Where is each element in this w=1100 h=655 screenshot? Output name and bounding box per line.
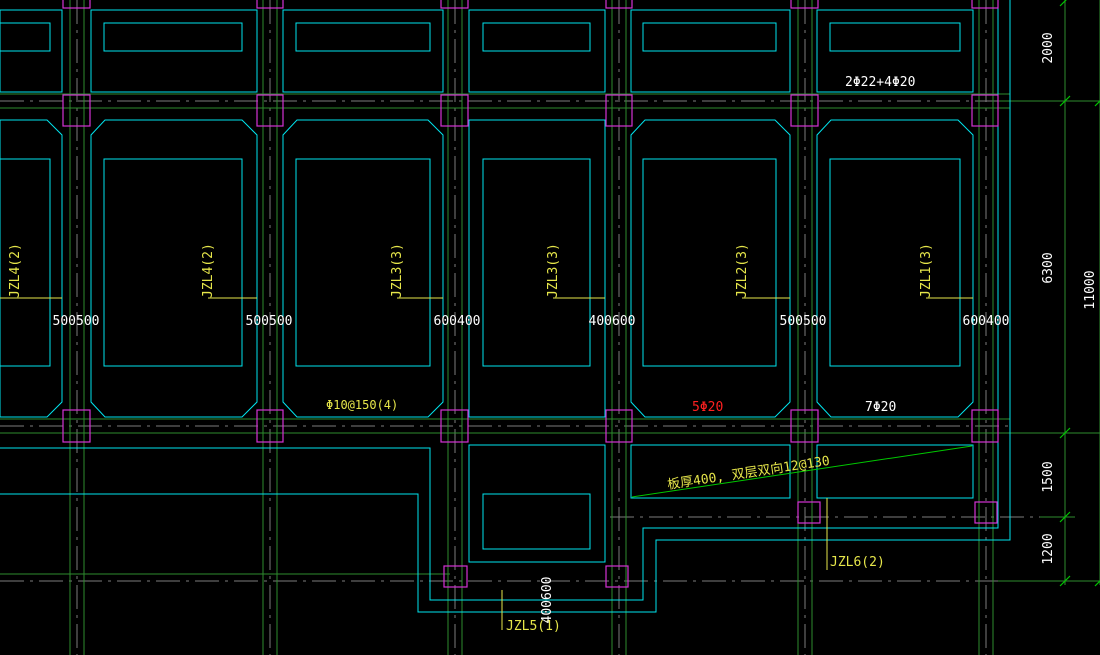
middle-opening (0, 158, 51, 367)
top-cap (816, 9, 974, 93)
beam-width-value: 500500 (246, 314, 293, 329)
middle-opening (829, 158, 961, 367)
column (62, 409, 91, 443)
stirrup-annotation: Φ10@150(4) (326, 398, 398, 412)
beam-label: JZL4(2) (201, 243, 216, 298)
column (62, 94, 91, 127)
column (790, 409, 819, 443)
top-cap (282, 9, 444, 93)
middle-cap (90, 119, 258, 418)
bottom-rebar-annotation: 7Φ20 (865, 400, 896, 415)
top-cap (468, 9, 606, 93)
top-cap (630, 9, 791, 93)
dimension-tick (1059, 95, 1071, 107)
column (605, 565, 629, 588)
beam-width-value: 500500 (53, 314, 100, 329)
beam-width-value: 500500 (780, 314, 827, 329)
dimension-labels: 2000 6300 1500 1200 11000 (1041, 32, 1098, 564)
beam-label: JZL5(1) (506, 619, 561, 634)
column (440, 409, 469, 443)
top-cap (0, 9, 63, 93)
top-opening (0, 22, 51, 52)
column (256, 0, 284, 9)
dimension-value: 2000 (1041, 32, 1056, 63)
top-rebar-annotation: 2Φ22+4Φ20 (845, 75, 915, 90)
middle-opening (482, 158, 591, 367)
dimension-tick (1059, 0, 1067, 7)
top-opening (482, 22, 591, 52)
column (440, 94, 469, 127)
lower-cap (816, 444, 974, 499)
dimension-tick (1094, 100, 1100, 107)
outer-boundary (0, 0, 999, 601)
beam-label: JZL4(2) (8, 243, 23, 298)
slab-note-leader (631, 445, 973, 498)
middle-cap (468, 119, 606, 418)
beam-width-value: 600400 (963, 314, 1010, 329)
columns (62, 0, 999, 588)
column (62, 0, 91, 9)
column (440, 0, 469, 9)
top-opening (829, 22, 961, 52)
lower-cap (468, 444, 606, 563)
lower-cap (630, 444, 791, 499)
top-opening (295, 22, 431, 52)
top-cap (90, 9, 258, 93)
dimension-tick (1059, 427, 1071, 439)
bottom-rebar-annotation: 5Φ20 (692, 400, 723, 415)
column (605, 0, 633, 9)
column (974, 501, 998, 524)
beam-width-value: 400600 (589, 314, 636, 329)
column (256, 409, 284, 443)
beam-label: JZL2(3) (735, 243, 750, 298)
column (971, 409, 999, 443)
column (790, 94, 819, 127)
column (605, 94, 633, 127)
middle-opening (642, 158, 777, 367)
column (443, 565, 468, 588)
beam-width-labels: 500500 500500 600400 400600 500500 60040… (53, 314, 1010, 623)
slab-note: 板厚400, 双层双向12@130 (666, 453, 831, 493)
beam-width-value: 600400 (434, 314, 481, 329)
beam-label: JZL3(3) (546, 243, 561, 298)
label-leaders (0, 297, 973, 630)
top-opening (642, 22, 777, 52)
dimension-total: 11000 (1083, 270, 1098, 309)
dimension-tick (1059, 575, 1071, 587)
beam-label: JZL6(2) (830, 555, 885, 570)
beam-width-value: 400600 (540, 577, 555, 624)
dimension-tick (1094, 580, 1100, 587)
beam-labels: JZL4(2) JZL4(2) JZL3(3) JZL3(3) JZL2(3) … (8, 243, 934, 634)
middle-cap (630, 119, 791, 418)
column (790, 0, 819, 9)
dimension-value: 6300 (1041, 252, 1056, 283)
column (971, 94, 999, 127)
axis-lines (0, 0, 1040, 655)
middle-cap (282, 119, 444, 418)
dimension-value: 1200 (1041, 533, 1056, 564)
dimension-ticks (1059, 0, 1100, 587)
column (256, 94, 284, 127)
beam-label: JZL3(3) (390, 243, 405, 298)
middle-opening (295, 158, 431, 367)
column (605, 409, 633, 443)
foundation-outlines (0, 0, 1011, 613)
middle-cap (0, 119, 63, 418)
column (971, 0, 999, 9)
outer-boundary (0, 0, 1011, 613)
column (797, 501, 821, 524)
middle-cap (816, 119, 974, 418)
top-opening (103, 22, 243, 52)
dimension-tick (1059, 511, 1071, 523)
lower-opening (482, 493, 591, 550)
beam-label: JZL1(3) (919, 243, 934, 298)
middle-opening (103, 158, 243, 367)
dimension-value: 1500 (1041, 461, 1056, 492)
